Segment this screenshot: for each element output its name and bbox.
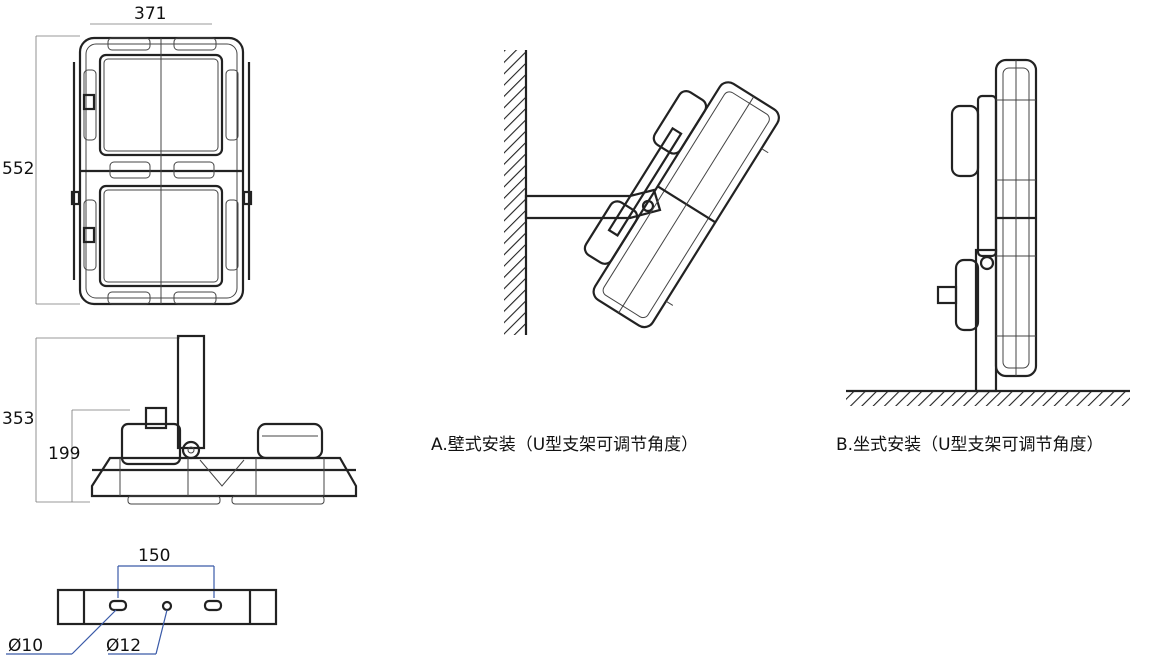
- wall-mount-caption: A.壁式安装（U型支架可调节角度）: [431, 435, 699, 455]
- hole-dimension: Ø12: [106, 636, 141, 656]
- width-dimension: 371: [134, 4, 166, 24]
- slot-dimension: Ø10: [8, 636, 43, 656]
- body-height-dimension: 199: [48, 444, 80, 464]
- floor-mount-caption: B.坐式安装（U型支架可调节角度）: [836, 435, 1104, 455]
- floor-mount-view: [846, 58, 1130, 406]
- hole-spacing-dimension: 150: [138, 546, 170, 566]
- side-view: 353 199: [2, 334, 358, 505]
- front-view: 371 552: [2, 4, 253, 306]
- bracket-view: 150 Ø10 Ø12: [6, 546, 278, 656]
- height-dimension: 552: [2, 159, 34, 179]
- total-height-dimension: 353: [2, 409, 34, 429]
- wall-mount-view: [504, 50, 780, 335]
